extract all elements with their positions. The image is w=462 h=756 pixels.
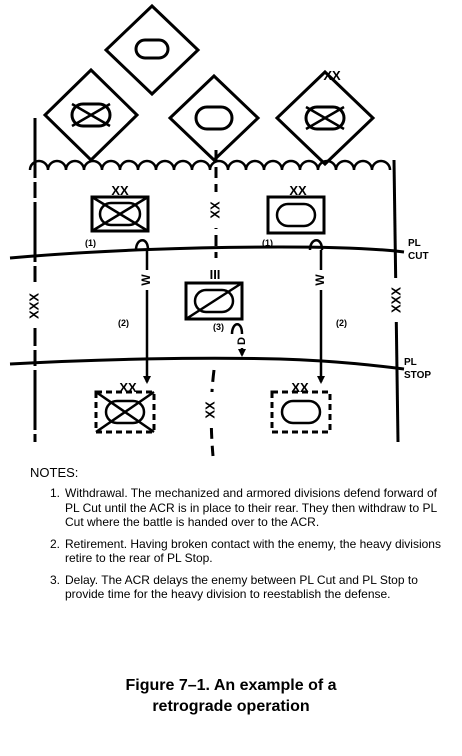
phase-line-cut-name: CUT	[408, 251, 429, 262]
note-delay: 3. Delay. The ACR delays the enemy betwe…	[22, 573, 442, 602]
notes-section: NOTES: 1. Withdrawal. The mechanized and…	[22, 465, 442, 609]
enemy-armor-unit-center	[167, 73, 261, 163]
retrograde-operation-diagram: XX XXX XXX XX XX PL CUT PL STOP XX (1) X…	[9, 3, 431, 457]
acr-echelon-label: III	[210, 267, 221, 282]
note-text: Retirement. Having broken contact with t…	[65, 536, 441, 566]
left-corps-boundary-label: XXX	[26, 293, 41, 319]
phase-line-stop-label: PL STOP	[404, 357, 431, 381]
enemy-echelon-label: XX	[323, 68, 341, 83]
figure-caption-line-1: Figure 7–1. An example of a	[125, 677, 337, 694]
withdraw-label-left: W	[139, 274, 153, 286]
delay-hook	[230, 323, 244, 335]
step-3-label: (3)	[213, 322, 224, 332]
phase-line-stop-name: STOP	[404, 370, 431, 381]
step-1-right-label: (1)	[262, 238, 273, 248]
step-2-left-label: (2)	[118, 318, 129, 328]
armor-division-rear-right: XX	[270, 380, 332, 434]
enemy-unit-top	[103, 3, 201, 97]
forward-line-scallops	[28, 159, 392, 171]
note-withdrawal: 1. Withdrawal. The mechanized and armore…	[22, 486, 442, 530]
phase-line-cut-pl: PL	[408, 238, 421, 249]
notes-title: NOTES:	[30, 465, 79, 480]
note-number: 3.	[49, 572, 60, 587]
right-corps-boundary-label: XXX	[388, 287, 403, 313]
note-text: Delay. The ACR delays the enemy between …	[65, 572, 418, 602]
step-2-right-label: (2)	[336, 318, 347, 328]
phase-line-stop	[9, 356, 405, 371]
enemy-mech-unit-right: XX	[274, 68, 376, 167]
armor-division-forward-right: XX	[266, 183, 326, 235]
phase-line-stop-pl: PL	[404, 357, 417, 368]
withdrawal-hook-right	[308, 239, 324, 251]
note-text: Withdrawal. The mechanized and armored d…	[65, 486, 437, 529]
division-boundary-lower-label: XX	[202, 401, 217, 419]
note-number: 1.	[49, 486, 60, 500]
armor-division-echelon: XX	[289, 183, 307, 198]
mech-division-echelon: XX	[111, 183, 129, 198]
figure-caption: Figure 7–1. An example of a retrograde o…	[0, 675, 462, 717]
figure-caption-line-2: retrograde operation	[152, 698, 310, 715]
mech-division-forward-left: XX	[90, 183, 150, 233]
note-retirement: 2. Retirement. Having broken contact wit…	[22, 537, 442, 566]
delay-label: D	[236, 337, 248, 345]
mech-division-rear-left: XX	[94, 380, 156, 434]
enemy-mech-unit-left	[42, 67, 140, 163]
step-1-left-label: (1)	[85, 238, 96, 248]
division-boundary-upper-label: XX	[207, 201, 222, 219]
note-number: 2.	[49, 536, 60, 551]
mech-division-rear-echelon: XX	[119, 380, 137, 395]
withdraw-label-right: W	[313, 274, 327, 286]
phase-line-cut-label: PL CUT	[408, 238, 429, 262]
withdrawal-hook-left	[134, 239, 150, 251]
acr-unit: III	[184, 267, 244, 321]
phase-line-cut	[9, 245, 405, 260]
